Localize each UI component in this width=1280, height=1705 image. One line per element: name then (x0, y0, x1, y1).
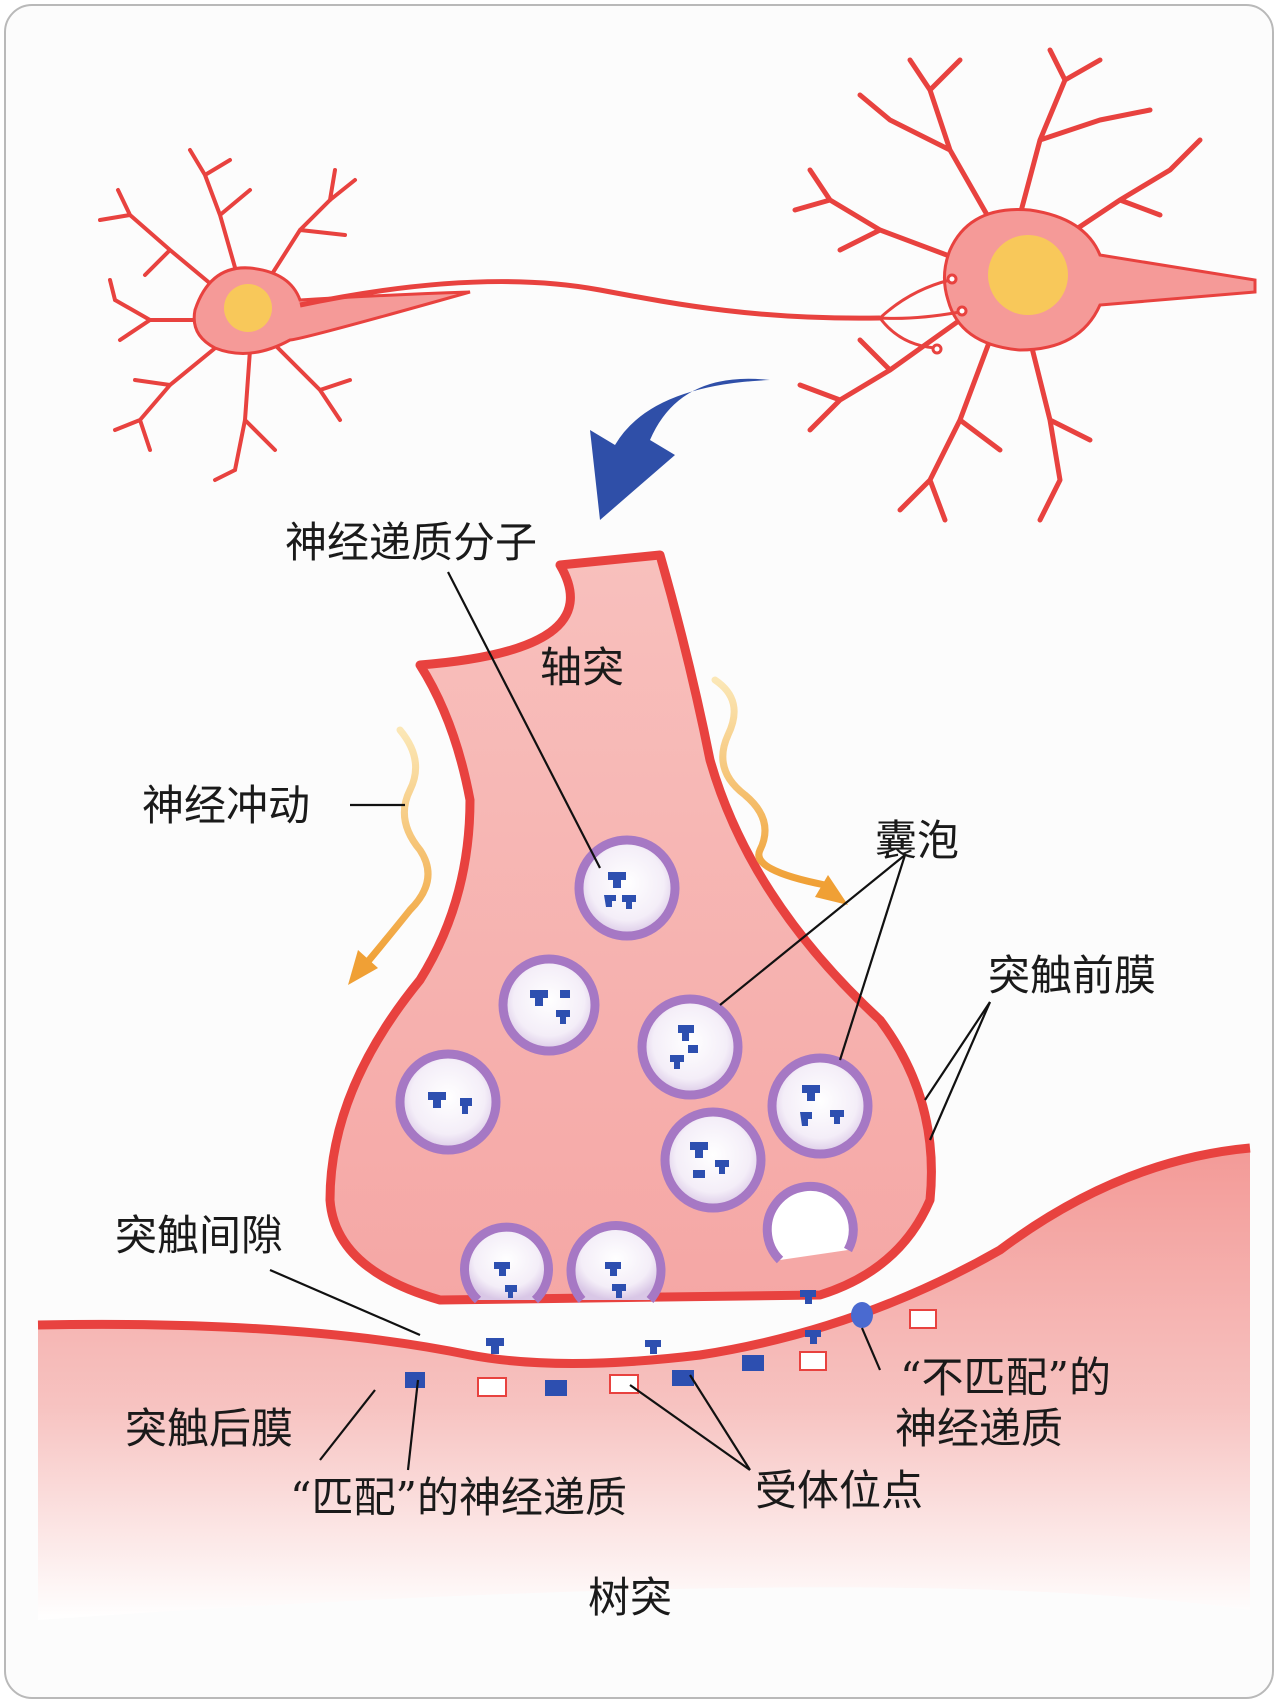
vesicle-fusing (762, 1181, 858, 1264)
vesicle (498, 954, 600, 1056)
impulse-arrow-right-icon (815, 875, 848, 905)
label-mismatched-line1: “不匹配”的 (900, 1353, 1111, 1402)
cleft-transmitters (486, 1290, 873, 1354)
impulse-arrow-left-icon (348, 950, 378, 985)
left-neuron-dendrites (98, 148, 357, 482)
left-neuron-nucleus (224, 284, 272, 332)
label-axon: 轴突 (540, 643, 624, 692)
vesicle (660, 1107, 766, 1213)
vesicle-fusing (566, 1221, 666, 1303)
pointer-lines (269, 571, 992, 1471)
vesicle (574, 835, 680, 941)
axon-terminals (878, 273, 968, 355)
right-neuron-nucleus (988, 235, 1068, 315)
label-matched-transmitter: “匹配”的神经递质 (290, 1473, 627, 1522)
dendrite-body (38, 1148, 1250, 1620)
zoom-arrow-icon (590, 378, 770, 520)
label-receptor-site: 受体位点 (755, 1466, 923, 1515)
label-neurotransmitter-molecule: 神经递质分子 (285, 518, 537, 567)
vesicle-fusing (460, 1222, 553, 1304)
vesicle (395, 1049, 501, 1155)
postsynaptic-membrane-line (37, 1143, 1251, 1368)
axon-fiber (299, 279, 881, 321)
vesicle (637, 994, 743, 1100)
impulse-wave-left (361, 726, 432, 969)
right-neuron-dendrites (792, 47, 1203, 523)
label-postsynaptic-membrane: 突触后膜 (125, 1404, 293, 1453)
neurons-illustration (98, 47, 1257, 523)
left-neuron-body (192, 266, 471, 355)
labels: 神经递质分子 轴突 神经冲动 囊泡 突触前膜 突触间隙 突触后膜 “匹配”的神经… (115, 518, 1156, 1622)
vesicle (767, 1053, 873, 1159)
impulse-wave-right (711, 676, 829, 889)
label-vesicle: 囊泡 (875, 816, 959, 865)
label-synaptic-cleft: 突触间隙 (115, 1211, 283, 1260)
label-nerve-impulse: 神经冲动 (142, 781, 310, 830)
label-mismatched-line2: 神经递质 (895, 1404, 1063, 1453)
mismatched-transmitter (851, 1302, 873, 1328)
vesicles (395, 835, 873, 1304)
label-dendrite: 树突 (588, 1573, 672, 1622)
label-presynaptic-membrane: 突触前膜 (988, 951, 1156, 1000)
receptor-sites (405, 1309, 937, 1397)
